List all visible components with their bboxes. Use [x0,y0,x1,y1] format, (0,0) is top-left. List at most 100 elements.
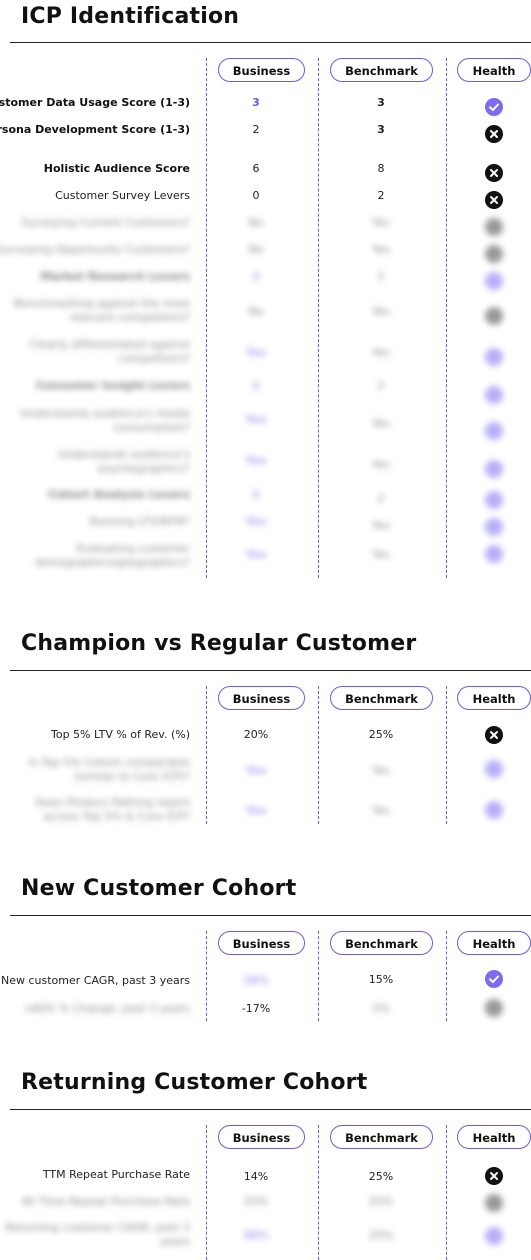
check-icon [485,518,503,536]
icp-title: ICP Identification [21,4,240,29]
benchmark-value: Yes [372,243,390,256]
table-row: Returning customer CAGR, past 3 years 38… [0,1221,531,1251]
health-header: Health [457,686,531,710]
health-column-divider [446,931,447,1021]
row-label: Top 5% LTV % of Rev. (%) [50,728,190,741]
benchmark-value: 15% [368,973,394,986]
table-row: Surveying Current Customers? No Yes [0,216,531,240]
benchmark-value: 3 [377,123,385,136]
check-icon [485,272,503,290]
benchmark-value: Yes [372,417,390,430]
benchmark-value: 2 [377,189,385,202]
business-value: -17% [241,1002,271,1015]
business-value: Yes [245,454,267,467]
benchmark-value: 2 [377,270,385,283]
check-icon [485,545,503,563]
benchmark-column-divider [318,58,319,578]
business-value: 2 [252,379,260,392]
business-column-divider [206,1125,207,1260]
business-column-divider [206,931,207,1021]
business-value: Yes [245,346,267,359]
benchmark-value: Yes [372,548,390,561]
table-row: All Time Repeat Purchase Rate 25% 25% [0,1194,531,1219]
table-row: Evaluating customer demographics/geograp… [0,542,531,572]
row-label: Returning customer CAGR, past 3 years [5,1221,190,1248]
x-icon [485,1167,503,1185]
business-value: Yes [245,413,267,426]
business-value: 6 [252,162,260,175]
business-header: Business [218,1125,305,1149]
health-column-divider [446,686,447,824]
table-row: Running LTV/RFM? Yes Yes [0,515,531,539]
benchmark-value: Yes [372,519,390,532]
neutral-status-icon [485,1194,503,1212]
icp-divider [10,42,531,43]
neutral-status-icon [485,218,503,236]
row-label: Clearly differentiated against competito… [29,338,190,365]
neutral-status-icon [485,307,503,325]
table-row: Benchmarking against the most relevant c… [0,297,531,327]
table-row: Understands audience's media consumption… [0,407,531,440]
table-row: Customer Survey Levers 0 2 [0,189,531,213]
table-row: TTM Repeat Purchase Rate 14% 25% [0,1167,531,1192]
row-label: Understands audience's media consumption… [19,407,190,434]
benchmark-value: 25% [368,1170,394,1183]
check-icon [485,386,503,404]
business-value: Yes [245,764,267,777]
benchmark-column-divider [318,931,319,1021]
row-label: All Time Repeat Purchase Rate [21,1195,190,1208]
table-row: Market Research Levers 2 2 [0,270,531,294]
business-value: 14% [243,1170,269,1183]
benchmark-value: Yes [372,764,390,777]
benchmark-value: 2% [372,1002,390,1015]
check-icon [485,348,503,366]
benchmark-value: 2 [377,492,385,505]
row-label: Understands audience's psychographics? [57,448,190,475]
table-row: Clearly differentiated against competito… [0,338,531,368]
row-label: Consumer Insight Levers [35,379,190,392]
benchmark-value: Yes [372,804,390,817]
health-column-divider [446,58,447,578]
business-value: Yes [245,515,267,528]
benchmark-value: 8 [377,162,385,175]
row-label: Persona Development Score (1-3) [0,123,190,136]
check-icon [485,422,503,440]
check-icon [485,970,503,988]
business-value: 25% [243,1195,269,1208]
new-cohort-title: New Customer Cohort [21,876,297,901]
row-label: Benchmarking against the most relevant c… [13,297,190,324]
business-value: 2 [252,270,260,283]
row-label: Surveying Current Customers? [21,216,190,229]
business-column-divider [206,686,207,824]
returning-cohort-divider [10,1109,531,1110]
benchmark-column-divider [318,1125,319,1260]
table-row: Is Top 5% Cohort comparable (similar to … [0,756,531,786]
health-header: Health [457,58,531,82]
business-value: Yes [245,804,267,817]
table-row: Does Product Pathing report across Top 5… [0,796,531,826]
benchmark-column-divider [318,686,319,824]
business-value: No [248,305,264,318]
health-header: Health [457,1125,531,1149]
new-cohort-divider [10,915,531,916]
benchmark-value: 2 [377,379,385,392]
health-header: Health [457,931,531,955]
benchmark-header: Benchmark [330,931,433,955]
row-label: Customer Data Usage Score (1-3) [0,96,190,109]
table-row: New customer CAGR, past 3 years 18% 15% [0,970,531,998]
business-value: No [248,216,264,229]
table-row: Understands audience's psychographics? Y… [0,448,531,478]
business-value: 3 [252,96,260,109]
table-row: Holistic Audience Score 6 8 [0,162,531,186]
business-value: Yes [245,548,267,561]
benchmark-header: Benchmark [330,686,433,710]
row-label: Evaluating customer demographics/geograp… [34,542,190,569]
check-icon [485,491,503,509]
row-label: Does Product Pathing report across Top 5… [35,796,190,823]
x-icon [485,726,503,744]
table-row: Surveying Opportunity Customers? No Yes [0,243,531,267]
business-header: Business [218,931,305,955]
business-value: 0 [252,189,260,202]
table-row: Consumer Insight Levers 2 2 [0,379,531,404]
table-row: nAOV % Change, past 3 years -17% 2% [0,999,531,1026]
